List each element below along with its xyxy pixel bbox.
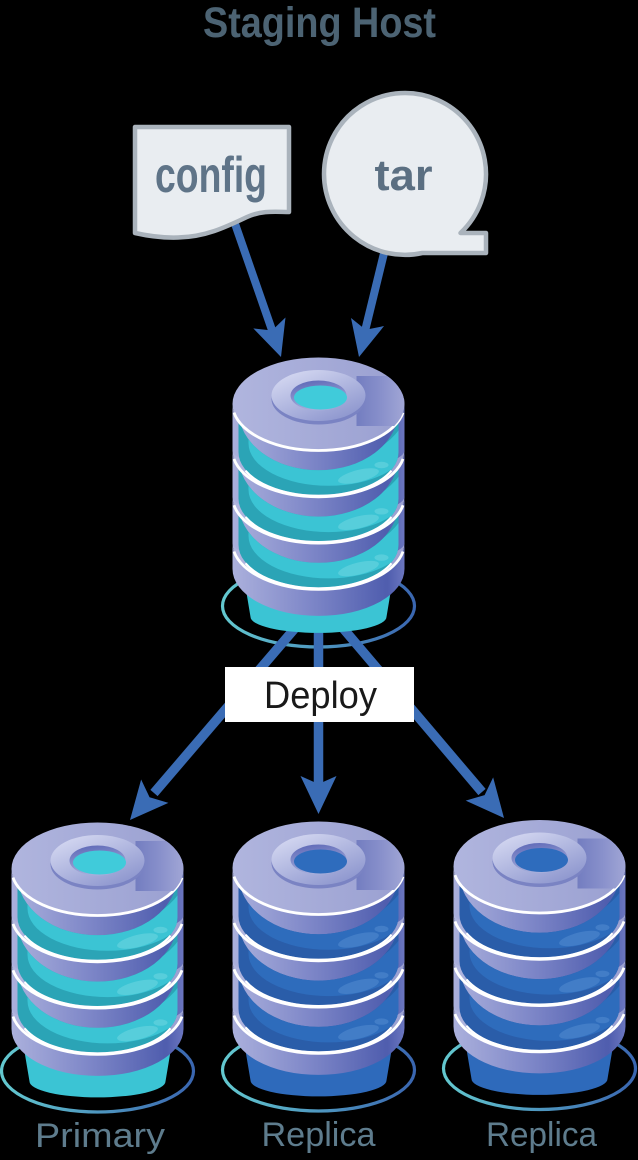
- svg-text:Staging Host: Staging Host: [203, 0, 436, 47]
- svg-text:Replica: Replica: [486, 1116, 597, 1154]
- svg-text:Deploy: Deploy: [264, 675, 377, 717]
- svg-text:config: config: [155, 147, 267, 203]
- svg-text:tar: tar: [375, 151, 433, 200]
- svg-text:Primary: Primary: [35, 1117, 165, 1155]
- svg-text:Replica: Replica: [262, 1116, 376, 1154]
